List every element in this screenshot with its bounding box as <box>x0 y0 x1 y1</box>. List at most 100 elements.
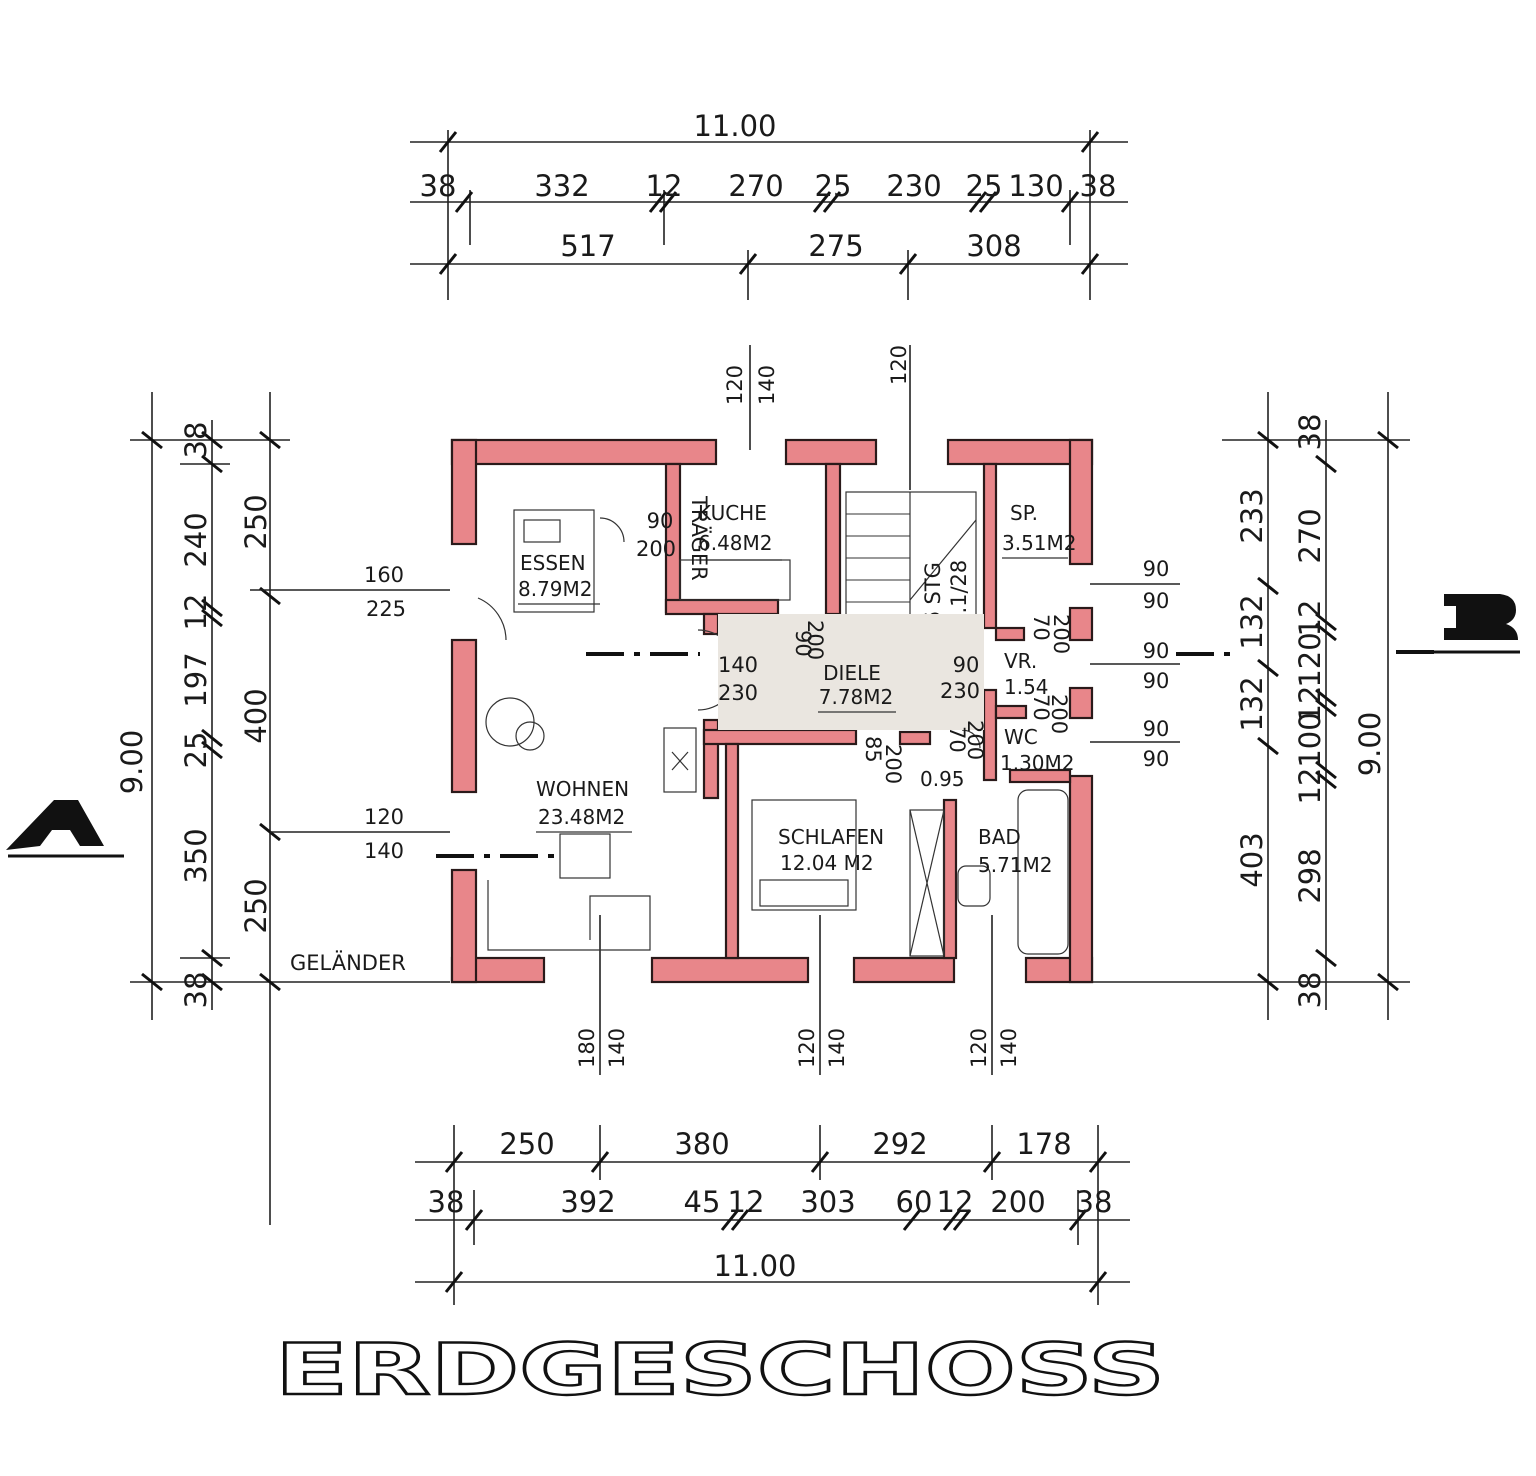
right-dim: 38 <box>1293 414 1327 451</box>
window-dim: 90 <box>1143 717 1170 741</box>
top-dim: 332 <box>534 169 589 203</box>
room-bad-name: BAD <box>978 825 1021 849</box>
left-dim: 250 <box>239 494 273 549</box>
window-dim: 90 <box>1143 747 1170 771</box>
traeger-label: TRÄGER <box>687 495 712 581</box>
opening-dim: 180 <box>575 1028 599 1068</box>
top-dim: 38 <box>420 169 457 203</box>
top-dim: 517 <box>560 229 615 263</box>
bottom-dim: 60 <box>896 1185 933 1219</box>
right-dim: 132 <box>1235 676 1269 731</box>
room-schlafen-name: SCHLAFEN <box>778 825 884 849</box>
window-dim: 120 <box>364 805 404 829</box>
door-dim: 90 <box>953 653 980 677</box>
window-dim: 140 <box>364 839 404 863</box>
opening-dim: 140 <box>755 365 779 405</box>
diele-floor <box>718 614 984 730</box>
opening-dim: 120 <box>723 365 747 405</box>
top-dim: 230 <box>886 169 941 203</box>
right-dim: 12 <box>1293 686 1327 723</box>
door-dim: 70 <box>1029 614 1053 641</box>
top-dim: 25 <box>815 169 852 203</box>
section-marker-a: A <box>6 800 104 850</box>
right-dim: 298 <box>1293 848 1327 903</box>
bottom-dim: 303 <box>800 1185 855 1219</box>
right-dim: 100 <box>1293 712 1327 767</box>
door-dim: 70 <box>945 726 969 753</box>
bottom-dim: 45 <box>684 1185 721 1219</box>
bottom-dim: 292 <box>872 1127 927 1161</box>
bottom-dimension-chain: 250 380 292 178 38 392 45 12 303 60 12 2… <box>415 1125 1130 1305</box>
right-dim: 403 <box>1235 832 1269 887</box>
section-cuts <box>8 650 1520 858</box>
bottom-dim: 250 <box>499 1127 554 1161</box>
door-dim: 200 <box>803 620 827 660</box>
right-dim: 120 <box>1293 632 1327 687</box>
bottom-dim: 380 <box>674 1127 729 1161</box>
door-dim: 85 <box>861 736 885 763</box>
right-dim: 233 <box>1235 488 1269 543</box>
door-dim: 230 <box>718 681 758 705</box>
window-dim: 90 <box>1143 639 1170 663</box>
room-essen-name: ESSEN <box>520 551 586 575</box>
bottom-dim: 178 <box>1016 1127 1071 1161</box>
door-dim: 70 <box>1029 694 1053 721</box>
opening-dim: 120 <box>967 1028 991 1068</box>
plan-title: ERDGESCHOSS <box>275 1329 1165 1411</box>
room-wc-name: WC <box>1004 725 1038 749</box>
left-dim: 240 <box>179 512 213 567</box>
right-dim: 270 <box>1293 508 1327 563</box>
top-dim: 25 <box>966 169 1003 203</box>
door-dim: 90 <box>647 509 674 533</box>
left-dim: 38 <box>179 972 213 1009</box>
room-diele-name: DIELE <box>823 661 881 685</box>
opening-dim: 120 <box>887 345 911 385</box>
room-essen-area: 8.79M2 <box>518 577 593 601</box>
bottom-opening-dims: 180 140 120 140 120 140 <box>575 915 1021 1075</box>
window-dim: 225 <box>366 597 406 621</box>
left-dim: 12 <box>179 594 213 631</box>
left-dim: 38 <box>179 422 213 459</box>
opening-dim: 140 <box>825 1028 849 1068</box>
opening-dim: 120 <box>795 1028 819 1068</box>
left-dim: 400 <box>239 688 273 743</box>
left-dim: 350 <box>179 828 213 883</box>
door-dim: 140 <box>718 653 758 677</box>
room-sp-area: 3.51M2 <box>1002 531 1077 555</box>
right-dim: 132 <box>1235 594 1269 649</box>
room-closet-area: 0.95 <box>920 767 965 791</box>
room-labels: ESSEN 8.79M2 KUCHE 6.48M2 90 200 TRÄGER … <box>518 495 1077 877</box>
top-dim: 38 <box>1080 169 1117 203</box>
room-kueche-name: KUCHE <box>698 501 767 525</box>
window-dim: 160 <box>364 563 404 587</box>
window-dim: 90 <box>1143 557 1170 581</box>
opening-dim: 140 <box>997 1028 1021 1068</box>
top-dim: 130 <box>1008 169 1063 203</box>
door-dim: 200 <box>1047 694 1071 734</box>
top-overall: 11.00 <box>693 109 776 143</box>
right-dim: 38 <box>1293 972 1327 1009</box>
window-dim: 90 <box>1143 589 1170 613</box>
bottom-dim: 38 <box>1076 1185 1113 1219</box>
door-dim: 200 <box>1049 614 1073 654</box>
top-dimension-chain: 11.00 38 332 12 270 25 230 25 130 38 517… <box>410 109 1128 300</box>
top-dim: 12 <box>646 169 683 203</box>
gelaender-label: GELÄNDER <box>290 950 406 975</box>
room-vr-area: 1.54 <box>1004 675 1049 699</box>
door-dim: 200 <box>881 744 905 784</box>
walls <box>450 438 1094 984</box>
room-sp-name: SP. <box>1010 501 1038 525</box>
door-dim: 200 <box>636 537 676 561</box>
door-dim: 90 <box>791 630 815 657</box>
top-dim: 275 <box>808 229 863 263</box>
left-dim: 197 <box>179 652 213 707</box>
left-dim: 250 <box>239 878 273 933</box>
bottom-overall: 11.00 <box>713 1249 796 1283</box>
right-overall: 9.00 <box>1353 712 1387 777</box>
room-kueche-area: 6.48M2 <box>698 531 773 555</box>
room-vr-name: VR. <box>1004 649 1037 673</box>
right-dim: 12 <box>1293 600 1327 637</box>
top-dim: 270 <box>728 169 783 203</box>
top-opening-dims: 120 140 120 <box>723 345 911 490</box>
